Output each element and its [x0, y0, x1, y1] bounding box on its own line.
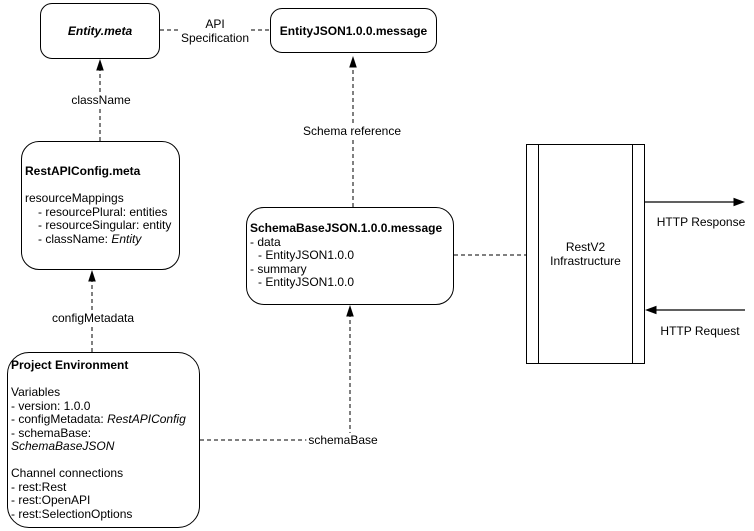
node-title: RestAPIConfig.meta — [25, 164, 141, 178]
process-left-bar — [538, 145, 539, 363]
list-item: - EntityJSON1.0.0 — [258, 275, 355, 290]
item-value: RestAPIConfig — [107, 412, 186, 426]
list-item: - summary — [250, 261, 307, 276]
blank-line — [25, 179, 176, 193]
edge-label-schema-base: schemaBase — [306, 433, 380, 447]
edge-label-classname: className — [69, 93, 133, 107]
edge-http-response-arrowhead — [733, 197, 745, 207]
item-prefix: - configMetadata: — [11, 412, 108, 426]
item-value: SchemaBaseJSON — [11, 439, 115, 453]
node-title-line1: RestV2 — [565, 240, 606, 254]
item-prefix: - schemaBase: — [11, 425, 92, 440]
process-right-bar — [632, 145, 633, 363]
edge-schema-base-arrowhead — [346, 305, 354, 317]
node-restv2-infrastructure: RestV2 Infrastructure — [526, 144, 645, 364]
blank-line — [11, 373, 196, 387]
list-item: - EntityJSON1.0.0 — [258, 248, 355, 263]
edge-label-http-response: HTTP Response — [654, 215, 748, 229]
node-project-environment: Project Environment Variables - version:… — [7, 352, 200, 528]
edge-config-metadata-arrowhead — [88, 270, 96, 282]
blank-line — [11, 454, 196, 468]
edge-label-schema-reference: Schema reference — [300, 124, 404, 138]
list-item: - rest:OpenAPI — [11, 493, 91, 507]
node-entity-json-message: EntityJSON1.0.0.message — [270, 8, 437, 53]
node-title: SchemaBaseJSON.1.0.0.message — [250, 221, 443, 236]
node-title: Entity.meta — [67, 24, 133, 38]
node-title: EntityJSON1.0.0.message — [279, 23, 428, 38]
list-item: - data — [250, 234, 281, 249]
item-value: Entity — [111, 231, 142, 246]
node-title-line2: Infrastructure — [550, 254, 621, 268]
edge-label-line: API — [205, 17, 225, 31]
list-item: - rest:SelectionOptions — [11, 506, 133, 521]
list-item: - schemaBase: SchemaBaseJSON — [11, 425, 196, 454]
node-schema-base-json-message: SchemaBaseJSON.1.0.0.message - data - En… — [246, 207, 454, 305]
section-header: Channel connections — [11, 466, 124, 480]
list-item: - version: 1.0.0 — [11, 398, 91, 413]
edge-label-http-request: HTTP Request — [658, 324, 742, 338]
node-rest-api-config: RestAPIConfig.meta resourceMappings - re… — [21, 141, 180, 270]
section-header: Variables — [11, 385, 61, 399]
node-title: Project Environment — [11, 358, 129, 372]
list-item: - className: Entity — [25, 231, 176, 247]
node-entity-meta: Entity.meta — [40, 3, 160, 59]
list-item: - configMetadata: RestAPIConfig — [11, 412, 196, 427]
edge-label-config-metadata: configMetadata — [49, 311, 137, 325]
edge-schema-reference-arrowhead — [349, 56, 357, 68]
list-item: - resourceSingular: entity — [38, 218, 172, 232]
group-header: resourceMappings — [25, 191, 124, 205]
edge-label-line: Specification — [180, 31, 250, 45]
edge-label-api-specification: API Specification — [178, 17, 252, 45]
list-item: - rest:Rest — [11, 479, 67, 494]
list-item: - resourcePlural: entities — [38, 204, 168, 219]
edge-schema-base-line — [200, 316, 351, 441]
edge-http-request-arrowhead — [645, 305, 657, 315]
item-prefix: - className: — [38, 231, 112, 246]
edge-classname-arrowhead — [96, 59, 104, 71]
